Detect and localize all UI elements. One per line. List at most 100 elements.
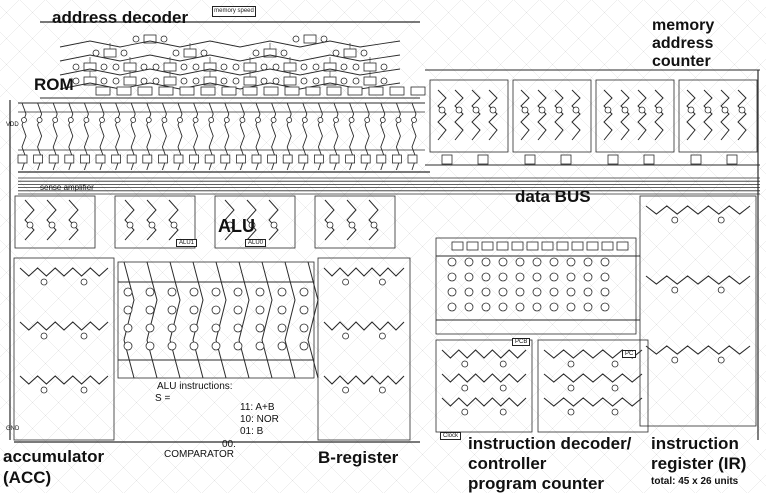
decoder-output-cell — [137, 86, 153, 96]
rom-cell — [111, 154, 121, 164]
decoder-transistor — [192, 77, 200, 85]
memory-speed-box: memory speed — [212, 6, 256, 17]
sense-amp-block — [114, 195, 196, 249]
decoder-transistor — [312, 63, 320, 71]
decoder-transistor — [300, 63, 308, 71]
decoder-transistor — [172, 49, 180, 57]
decoder-transistor — [200, 49, 208, 57]
rom-cell — [126, 154, 137, 164]
counter-zigzag — [654, 89, 664, 141]
counter-zigzag — [620, 89, 630, 141]
sense-amp-block — [14, 195, 96, 249]
alu-instructions-title: ALU instructions: — [157, 381, 233, 392]
controller-block-zigzag — [543, 373, 643, 383]
decoder-transistor — [112, 63, 120, 71]
sense-amp-transistor — [226, 221, 234, 229]
grid-line — [0, 0, 410, 410]
counter-zigzag — [637, 89, 647, 141]
counter-zigzag — [737, 89, 747, 141]
grid-line — [591, 318, 766, 493]
sense-amp-transistor — [26, 221, 34, 229]
grid-line — [669, 0, 766, 97]
decoder-transistor — [481, 302, 491, 312]
instruction-register-block-transistor — [717, 356, 725, 364]
grid-line — [669, 396, 766, 493]
decoder-output-cell — [221, 86, 237, 96]
rom-transistor — [379, 117, 386, 123]
decoder-transistor — [532, 287, 542, 297]
grid-line — [0, 0, 488, 488]
sense-amp-transistor — [326, 221, 334, 229]
controller-block-transistor — [611, 384, 619, 392]
rom-transistor — [239, 117, 246, 123]
decoder-cell — [123, 62, 137, 72]
decoder-output-cell — [347, 86, 363, 96]
counter-transistor — [621, 106, 629, 114]
rom-cell — [64, 154, 75, 164]
rom-cell — [391, 154, 402, 164]
counter-pad — [477, 154, 489, 165]
counter-transistor — [572, 106, 580, 114]
accumulator-label-line2: (ACC) — [3, 468, 52, 487]
decoder-transistor — [532, 302, 542, 312]
grid-line — [695, 0, 766, 71]
decoder-transistor — [232, 63, 240, 71]
rom-cell — [345, 154, 356, 164]
alu-transistor — [167, 305, 177, 315]
decoder-transistor — [549, 257, 559, 267]
memory-address-counter-label-line3: counter — [652, 53, 711, 70]
rom-transistor — [177, 117, 183, 123]
rom-cell — [282, 154, 293, 164]
alu-transistor — [233, 341, 243, 351]
decoder-transistor — [447, 272, 457, 282]
rom-transistor — [395, 117, 402, 123]
decoder-transistor — [100, 77, 108, 85]
rom-cell — [142, 154, 153, 164]
decoder-output-cell — [326, 86, 342, 96]
grid-line — [0, 343, 150, 493]
grid-line — [0, 395, 98, 493]
decoder-transistor — [292, 35, 300, 43]
controller-block-transistor — [611, 408, 619, 416]
bus-interface-cell — [466, 241, 479, 251]
bus-interface-cell — [451, 241, 464, 251]
counter-transistor — [489, 106, 497, 114]
grid-line — [513, 240, 766, 493]
grid-line — [461, 188, 766, 493]
alu-trace — [169, 261, 181, 379]
rom-transistor — [161, 117, 168, 123]
decoder-output-cell — [116, 86, 132, 96]
sense-amp-transistor — [248, 221, 256, 229]
decoder-cell — [283, 62, 297, 72]
decoder-cell — [283, 76, 297, 86]
bus-interface-cell — [541, 241, 554, 251]
rom-cell — [235, 154, 246, 164]
decoder-transistor — [320, 35, 328, 43]
decoder-cell — [363, 62, 377, 72]
rom-transistor — [348, 117, 355, 123]
alu-trace — [238, 261, 250, 379]
bus-interface-cell — [556, 241, 569, 251]
program-counter-block-transistor — [461, 360, 469, 368]
decoder-output-cell — [389, 86, 405, 96]
accumulator-block-zigzag — [19, 375, 109, 385]
decoder-transistor — [72, 63, 80, 71]
counter-zigzag — [554, 89, 564, 141]
decoder-transistor — [132, 35, 140, 43]
decoder-output-cell — [179, 86, 195, 96]
decoder-transistor — [332, 49, 340, 57]
grid-line — [0, 0, 124, 124]
instruction-register-block-zigzag — [645, 345, 751, 355]
decoder-transistor — [180, 63, 188, 71]
alu-transistor — [123, 305, 133, 315]
rom-transistor — [208, 117, 215, 123]
decoder-transistor — [220, 77, 228, 85]
program-counter-block-zigzag — [441, 349, 527, 359]
decoder-cell — [163, 76, 177, 86]
alu-transistor — [299, 323, 309, 333]
alu-transistor — [189, 323, 199, 333]
alu-transistor — [167, 287, 177, 297]
controller-block-transistor — [567, 408, 575, 416]
rom-label: ROM — [34, 75, 74, 94]
